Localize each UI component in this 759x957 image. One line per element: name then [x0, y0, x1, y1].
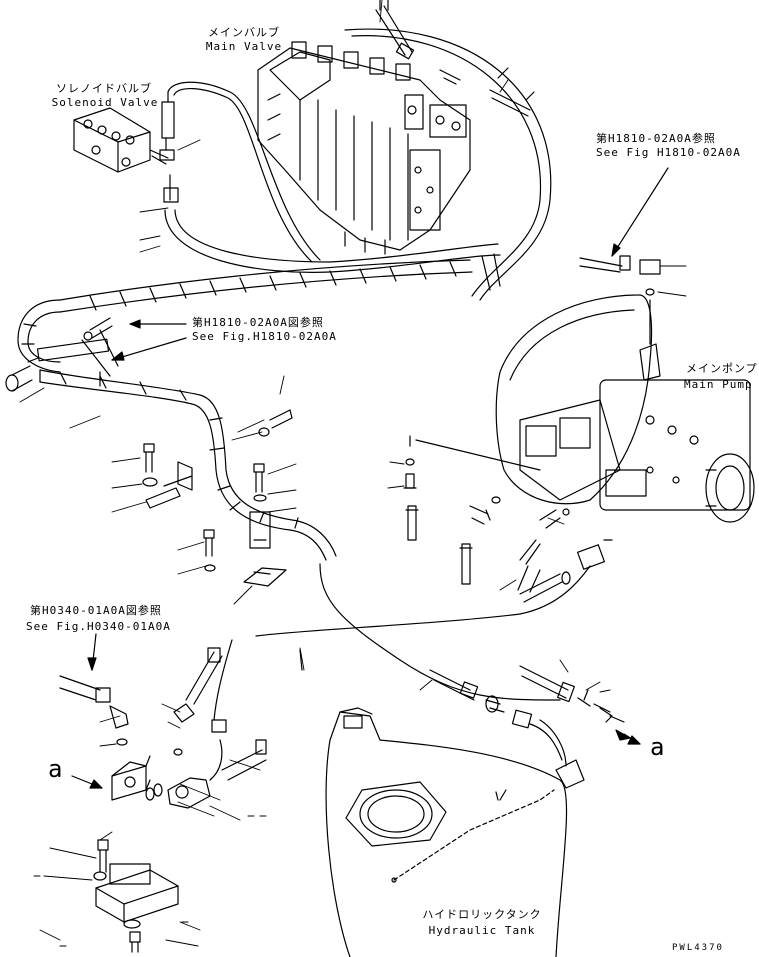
reference-arrows: [72, 168, 668, 788]
main-pump-label-en: Main Pump: [684, 378, 753, 391]
hydraulic-tank-drawing: [326, 708, 584, 957]
bolts-washers-left: [143, 444, 266, 571]
main-valve-drawing: [258, 42, 470, 254]
clamps-and-brackets: [84, 318, 292, 586]
pilot-lines: [214, 564, 630, 760]
middle-fittings: [404, 436, 612, 602]
tank-label-en: Hydraulic Tank: [428, 924, 536, 937]
ref-h1810-right-jp: 第H1810-02A0A参照: [596, 132, 716, 145]
ref-h0340-en: See Fig.H0340-01A0A: [26, 620, 171, 633]
leader-lines: [20, 0, 686, 946]
main-valve-label-en: Main Valve: [205, 40, 283, 53]
valve-inlet-hose: [345, 0, 551, 300]
main-pump-label-jp: メインポンプ: [686, 362, 758, 375]
tank-label-jp: ハイドロリックタンク: [422, 908, 542, 921]
main-pump-drawing: [496, 256, 754, 522]
callout-a-left: a: [48, 755, 63, 783]
ref-h1810-mid-jp: 第H1810-02A0A図参照: [192, 316, 324, 329]
solenoid-valve-drawing: [74, 82, 320, 262]
ref-h1810-right-en: See Fig H1810-02A0A: [596, 146, 741, 159]
lower-left-assembly: [60, 648, 266, 952]
ref-h0340-jp: 第H0340-01A0A図参照: [30, 604, 162, 617]
part-number-stubs: [34, 816, 266, 946]
drawing-code: PWL4370: [672, 943, 724, 953]
ref-h1810-mid-en: See Fig.H1810-02A0A: [192, 330, 337, 343]
spiral-guard-hose: [6, 210, 500, 560]
callout-a-right: a: [650, 733, 665, 761]
solenoid-valve-label-en: Solenoid Valve: [51, 96, 159, 109]
main-valve-label-jp: メインバルブ: [208, 26, 280, 39]
solenoid-valve-label-jp: ソレノイドバルブ: [56, 82, 152, 95]
